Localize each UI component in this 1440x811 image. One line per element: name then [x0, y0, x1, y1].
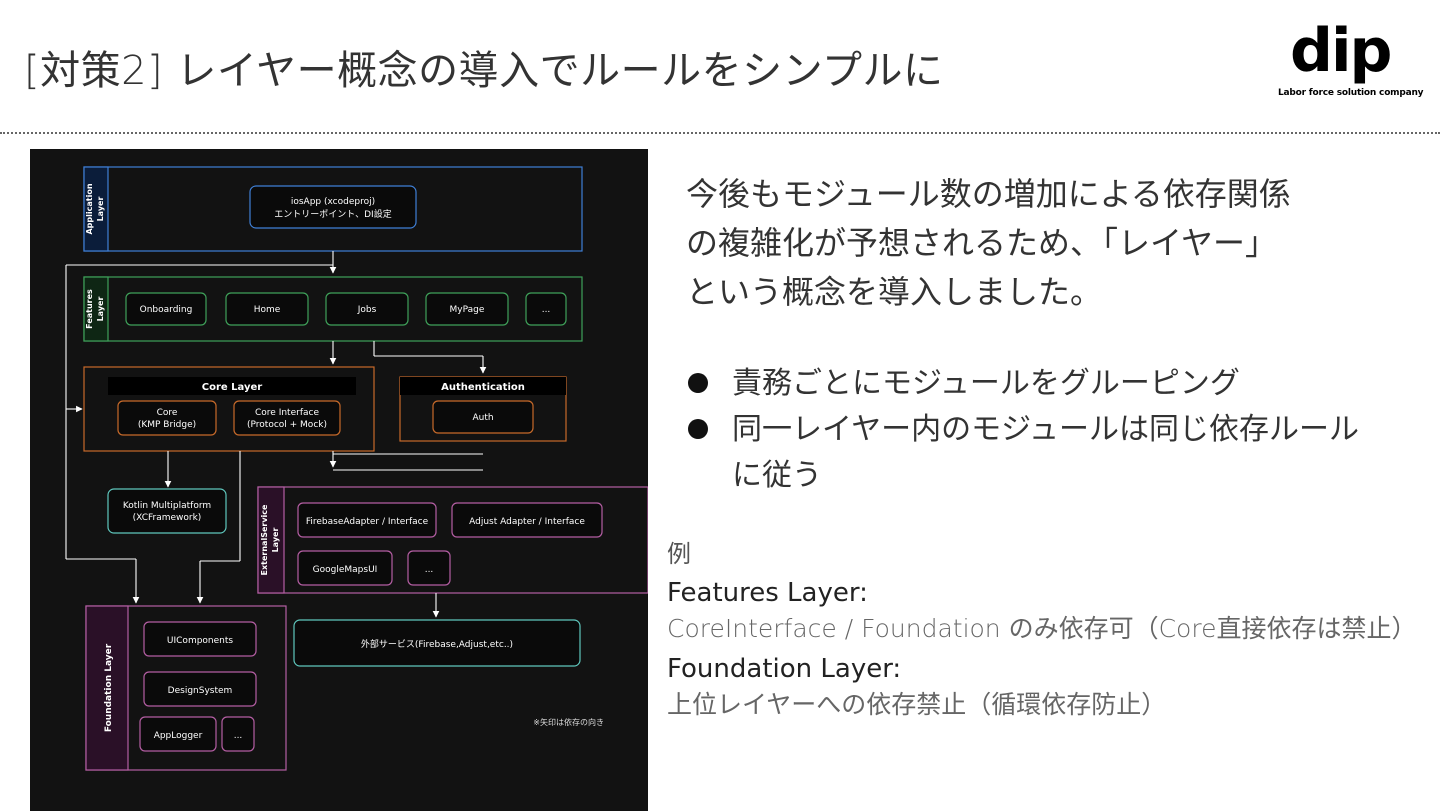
- bullet-item: 同一レイヤー内のモジュールは同じ依存ルールに従う: [686, 407, 1386, 499]
- external-layer-label-2: Layer: [271, 528, 280, 553]
- ios-app-desc: エントリーポイント、DI設定: [274, 208, 391, 220]
- lead-line-3: という概念を導入しました。: [686, 273, 1103, 311]
- foundation-layer-label: Foundation Layer: [104, 643, 114, 732]
- kotlin-label: Kotlin Multiplatform: [123, 501, 211, 511]
- application-layer-label-2: Layer: [96, 197, 105, 222]
- module-features-more: ...: [542, 305, 551, 315]
- external-service-layer: ExternalService Layer FirebaseAdapter / …: [257, 486, 648, 594]
- bullet-list: 責務ごとにモジュールをグルーピング 同一レイヤー内のモジュールは同じ依存ルールに…: [686, 361, 1386, 499]
- lead-line-2: の複雑化が予想されるため、「レイヤー」: [686, 224, 1278, 262]
- bullet-dot-icon: [688, 373, 708, 393]
- kotlin-multiplatform: Kotlin Multiplatform (XCFramework): [107, 488, 227, 534]
- foundation-rule-heading: Foundation Layer:: [667, 654, 902, 684]
- features-rule-body: CoreInterface / Foundation のみ依存可（Core直接依…: [667, 614, 1417, 643]
- architecture-diagram: Application Layer iosApp (xcodeproj) エント…: [30, 149, 648, 811]
- module-adjust-adapter: Adjust Adapter / Interface: [469, 517, 585, 527]
- logo-tagline: Labor force solution company: [1278, 88, 1424, 98]
- module-core-interface: Core Interface: [255, 408, 319, 418]
- module-home: Home: [254, 305, 281, 315]
- module-mypage: MyPage: [450, 305, 485, 315]
- module-core-desc: (KMP Bridge): [138, 420, 196, 430]
- module-external-more: ...: [425, 565, 434, 575]
- features-rule-heading: Features Layer:: [667, 578, 868, 608]
- module-app-logger: AppLogger: [154, 731, 203, 741]
- core-layer: Core Layer Core (KMP Bridge) Core Interf…: [83, 366, 375, 452]
- application-layer-label-1: Application: [85, 183, 94, 234]
- header-divider: [0, 132, 1440, 134]
- example-section: 例 Features Layer: CoreInterface / Founda…: [667, 534, 1427, 727]
- module-foundation-more: ...: [234, 731, 243, 741]
- foundation-layer: Foundation Layer UIComponents DesignSyst…: [85, 605, 287, 771]
- features-layer-label-1: Features: [85, 289, 94, 329]
- diagram-note: ※矢印は依存の向き: [533, 717, 604, 727]
- external-services: 外部サービス(Firebase,Adjust,etc..): [293, 619, 581, 667]
- example-label: 例: [667, 540, 691, 568]
- kotlin-desc: (XCFramework): [133, 513, 202, 523]
- module-auth: Auth: [472, 413, 493, 423]
- authentication-label: Authentication: [441, 382, 525, 393]
- core-layer-label: Core Layer: [202, 382, 263, 393]
- module-firebase-adapter: FirebaseAdapter / Interface: [306, 517, 429, 527]
- module-core-interface-desc: (Protocol + Mock): [247, 420, 327, 430]
- external-layer-label-1: ExternalService: [260, 504, 269, 575]
- features-layer-label-2: Layer: [96, 297, 105, 322]
- bullet-dot-icon: [688, 419, 708, 439]
- module-design-system: DesignSystem: [168, 686, 233, 696]
- features-layer: Features Layer Onboarding Home Jobs MyPa…: [83, 276, 583, 342]
- application-layer: Application Layer iosApp (xcodeproj) エント…: [83, 166, 583, 252]
- lead-line-1: 今後もモジュール数の増加による依存関係: [686, 175, 1291, 213]
- slide-title: [対策2] レイヤー概念の導入でルールをシンプルに: [24, 48, 944, 94]
- logo-text: dip: [1290, 16, 1392, 86]
- bullet-text-1: 責務ごとにモジュールをグルーピング: [732, 366, 1240, 401]
- module-ui-components: UIComponents: [167, 636, 233, 646]
- bullet-text-2: 同一レイヤー内のモジュールは同じ依存ルールに従う: [732, 412, 1359, 493]
- module-core: Core: [157, 408, 178, 418]
- explanation-panel: 今後もモジュール数の増加による依存関係 の複雑化が予想されるため、「レイヤー」 …: [686, 170, 1386, 499]
- lead-text: 今後もモジュール数の増加による依存関係 の複雑化が予想されるため、「レイヤー」 …: [686, 170, 1386, 317]
- company-logo: dip Labor force solution company: [1276, 16, 1424, 102]
- module-jobs: Jobs: [357, 305, 377, 315]
- authentication-layer: Authentication Auth: [399, 376, 567, 442]
- external-services-label: 外部サービス(Firebase,Adjust,etc..): [361, 638, 513, 650]
- module-google-maps: GoogleMapsUI: [313, 565, 378, 575]
- foundation-rule-body: 上位レイヤーへの依存禁止（循環依存防止）: [667, 690, 1167, 719]
- module-onboarding: Onboarding: [140, 305, 193, 315]
- ios-app-module: iosApp (xcodeproj): [291, 197, 375, 207]
- bullet-item: 責務ごとにモジュールをグルーピング: [686, 361, 1386, 407]
